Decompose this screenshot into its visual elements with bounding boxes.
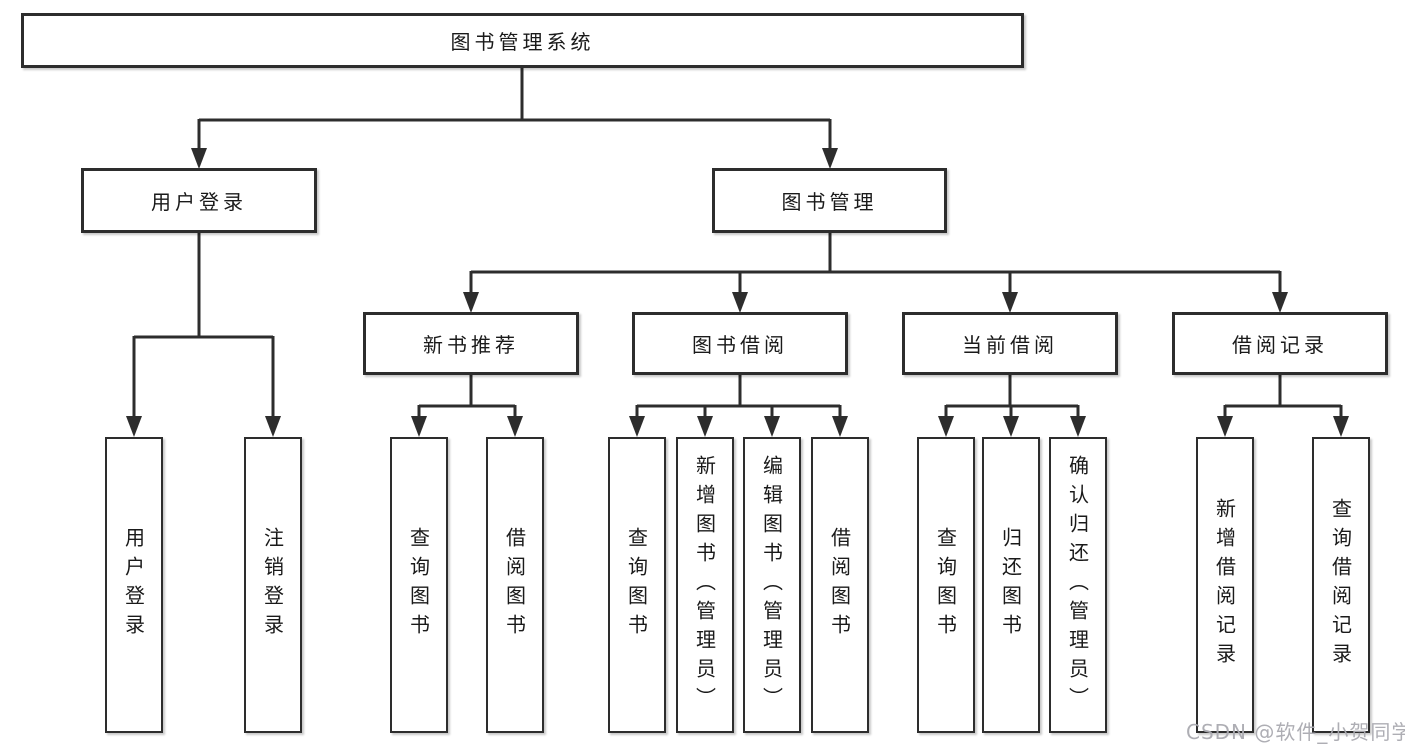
leaf-add-book-admin-label: 新增图书（管理员）	[692, 454, 717, 716]
node-library-management-system-label: 图书管理系统	[450, 30, 595, 54]
node-book-management: 图书管理	[712, 168, 947, 233]
leaf-borrow-books-label: 借阅图书	[827, 527, 852, 643]
leaf-add-book-admin: 新增图书（管理员）	[676, 437, 734, 733]
leaf-return-book: 归还图书	[982, 437, 1040, 733]
leaf-return-book-label: 归还图书	[998, 527, 1023, 643]
leaf-query-books-recommend-label: 查询图书	[406, 527, 431, 643]
leaf-user-login: 用户登录	[105, 437, 163, 733]
leaf-query-books-recommend: 查询图书	[390, 437, 448, 733]
node-book-borrow-label: 图书借阅	[692, 333, 788, 357]
node-book-borrow: 图书借阅	[632, 312, 848, 375]
leaf-query-borrow-record: 查询借阅记录	[1312, 437, 1370, 733]
leaf-query-books-borrow-label: 查询图书	[624, 527, 649, 643]
node-new-book-recommend-label: 新书推荐	[423, 333, 519, 357]
node-user-login-label: 用户登录	[151, 190, 247, 214]
csdn-watermark: CSDN @软件_小贺同学	[1186, 720, 1405, 744]
leaf-add-borrow-record-label: 新增借阅记录	[1212, 498, 1237, 672]
node-user-login: 用户登录	[81, 168, 317, 233]
leaf-edit-book-admin-label: 编辑图书（管理员）	[759, 454, 784, 716]
leaf-query-books-borrow: 查询图书	[608, 437, 666, 733]
leaf-logout-label: 注销登录	[260, 527, 285, 643]
leaf-query-books-current: 查询图书	[917, 437, 975, 733]
leaf-borrow-books-recommend: 借阅图书	[486, 437, 544, 733]
leaf-user-login-label: 用户登录	[121, 527, 146, 643]
leaf-confirm-return-admin: 确认归还（管理员）	[1049, 437, 1107, 733]
leaf-add-borrow-record: 新增借阅记录	[1196, 437, 1254, 733]
node-borrow-records: 借阅记录	[1172, 312, 1388, 375]
node-new-book-recommend: 新书推荐	[363, 312, 579, 375]
node-current-borrow-label: 当前借阅	[962, 333, 1058, 357]
leaf-query-borrow-record-label: 查询借阅记录	[1328, 498, 1353, 672]
leaf-edit-book-admin: 编辑图书（管理员）	[743, 437, 801, 733]
node-borrow-records-label: 借阅记录	[1232, 333, 1328, 357]
leaf-confirm-return-admin-label: 确认归还（管理员）	[1065, 454, 1090, 716]
leaf-borrow-books: 借阅图书	[811, 437, 869, 733]
leaf-logout: 注销登录	[244, 437, 302, 733]
node-book-management-label: 图书管理	[781, 190, 878, 214]
node-library-management-system: 图书管理系统	[21, 13, 1024, 68]
leaf-borrow-books-recommend-label: 借阅图书	[502, 527, 527, 643]
leaf-query-books-current-label: 查询图书	[933, 527, 958, 643]
node-current-borrow: 当前借阅	[902, 312, 1118, 375]
